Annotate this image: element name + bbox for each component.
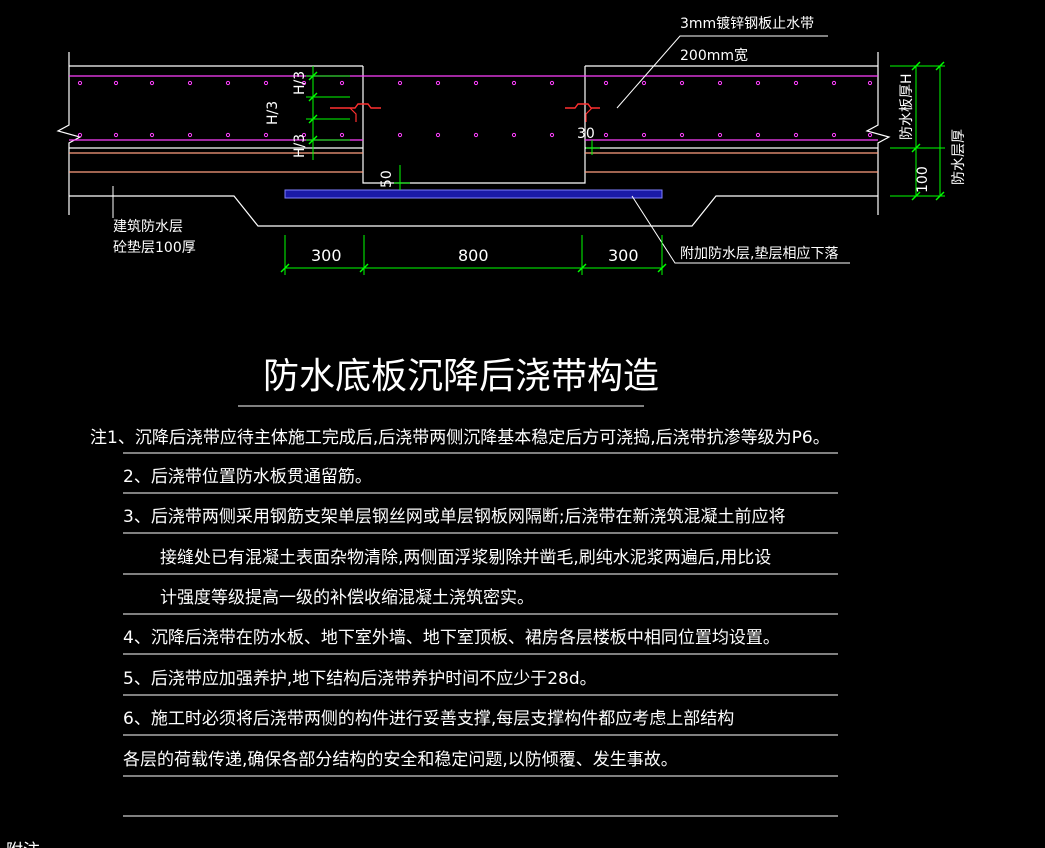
dim-right-300: 300 xyxy=(608,246,639,265)
note-line-3: 3、后浇带两侧采用钢筋支架单层钢丝网或单层钢板网隔断;后浇带在新浇筑混凝土前应将 xyxy=(123,507,786,527)
dim-left-300: 300 xyxy=(311,246,342,265)
rebar-dots xyxy=(77,80,873,138)
slab-section xyxy=(56,52,891,215)
h3-lower-label: H/3 xyxy=(292,134,308,158)
additional-waterproof-strip xyxy=(284,189,663,199)
waterstop-label-line1: 3mm镀锌钢板止水带 xyxy=(680,15,814,32)
note-line-9: 各层的荷载传递,确保各部分结构的安全和稳定问题,以防倾覆、发生事故。 xyxy=(123,750,678,770)
drawing-title: 防水底板沉降后浇带构造 xyxy=(263,356,659,397)
waterproof-layers xyxy=(69,152,878,173)
note-line-2: 2、后浇带位置防水板贯通留筋。 xyxy=(123,467,372,487)
waterstop-left xyxy=(330,103,381,109)
dimension-lines xyxy=(284,65,945,275)
waterstop-left-lower xyxy=(349,107,357,122)
note-line-4: 接缝处已有混凝土表面杂物清除,两侧面浮浆剔除并凿毛,刷纯水泥浆两遍后,用比设 xyxy=(160,548,771,568)
note-line-5: 计强度等级提高一级的补偿收缩混凝土浇筑密实。 xyxy=(160,588,534,608)
dim-100-label: 100 xyxy=(915,166,931,193)
waterstop-leader xyxy=(616,35,828,109)
dim-50-label: 50 xyxy=(379,170,395,188)
left-break-line xyxy=(56,52,82,215)
right-break-line xyxy=(865,52,891,215)
h3-upper-label: H/3 xyxy=(292,71,308,95)
post-pour-strip-outline xyxy=(362,66,586,184)
waterstop-label-line2: 200mm宽 xyxy=(680,47,748,64)
waterstop-right xyxy=(565,103,600,109)
note-line-7: 5、后浇带应加强养护,地下结构后浇带养护时间不应少于28d。 xyxy=(123,669,597,689)
layer-thickness-label: 防水层厚 xyxy=(951,129,967,185)
note-line-6: 4、沉降后浇带在防水板、地下室外墙、地下室顶板、裙房各层楼板中相同位置均设置。 xyxy=(123,628,780,648)
dimension-ticks xyxy=(280,61,945,273)
cushion-depressed-outline xyxy=(69,195,878,227)
left-label-line2: 砼垫层100厚 xyxy=(113,240,196,256)
bottom-partial-text: 附注 xyxy=(6,841,40,848)
slab-thickness-label: 防水板厚H xyxy=(899,73,915,140)
additional-layer-leader xyxy=(631,195,850,264)
note-line-1: 注1、沉降后浇带应待主体施工完成后,后浇带两侧沉降基本稳定后方可浇捣,后浇带抗渗… xyxy=(90,428,830,448)
h3-middle-label: H/3 xyxy=(265,101,281,125)
additional-layer-label: 附加防水层,垫层相应下落 xyxy=(680,245,838,262)
notes-block: 注1、沉降后浇带应待主体施工完成后,后浇带两侧沉降基本稳定后方可浇捣,后浇带抗渗… xyxy=(90,428,838,817)
rebar-lines xyxy=(69,75,878,141)
left-label-line1: 建筑防水层 xyxy=(113,219,183,235)
note-line-8: 6、施工时必须将后浇带两侧的构件进行妥善支撑,每层支撑构件都应考虑上部结构 xyxy=(123,709,734,729)
dim-center-800: 800 xyxy=(458,246,489,265)
waterstop-right-lower xyxy=(585,107,593,122)
dim-30-label: 30 xyxy=(577,126,595,142)
